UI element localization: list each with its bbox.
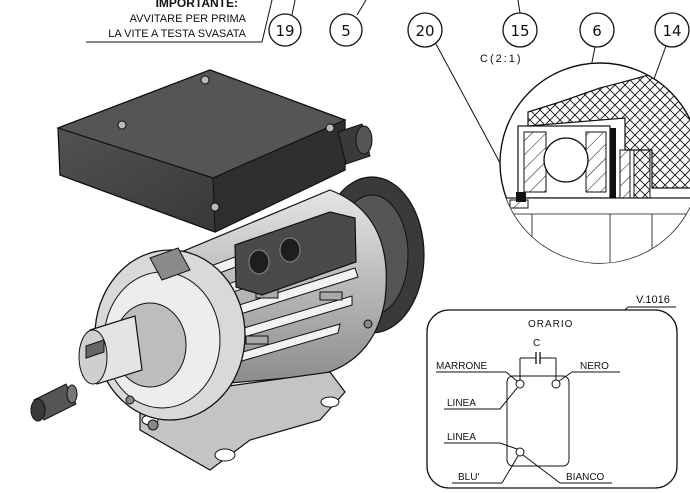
bianco-label: BIANCO bbox=[566, 472, 605, 483]
balloon-14-label: 14 bbox=[662, 22, 681, 40]
note-leader bbox=[261, 0, 273, 43]
motor-illustration bbox=[30, 69, 425, 471]
balloon-5: 5 bbox=[329, 0, 367, 47]
important-note: IMPORTANTE: AVVITARE PER PRIMA LA VITE A… bbox=[86, 0, 273, 43]
capacitor-label: C bbox=[533, 338, 540, 349]
terminal-3 bbox=[515, 447, 525, 457]
terminal-2 bbox=[551, 379, 561, 389]
linea-bottom-label: LINEA bbox=[447, 432, 476, 443]
detail-view bbox=[499, 62, 690, 264]
blu-label: BLU' bbox=[458, 472, 479, 483]
wiring-version: V.1016 bbox=[636, 294, 670, 306]
nero-label: NERO bbox=[580, 361, 609, 372]
note-title: IMPORTANTE: bbox=[156, 0, 238, 10]
balloon-15-label: 15 bbox=[510, 22, 529, 40]
balloon-15: 15 bbox=[502, 0, 538, 48]
wiring-diagram: V.1016 ORARIO C MARRONE NERO LINEA LINEA bbox=[426, 294, 678, 489]
wiring-direction: ORARIO bbox=[528, 319, 573, 330]
balloon-19-label: 19 bbox=[275, 22, 294, 40]
balloon-20-label: 20 bbox=[415, 22, 434, 40]
note-line-1: AVVITARE PER PRIMA bbox=[130, 13, 247, 25]
balloon-5-label: 5 bbox=[341, 22, 351, 40]
marrone-label: MARRONE bbox=[436, 361, 487, 372]
detail-label: C(2:1) bbox=[480, 53, 523, 65]
note-line-2: LA VITE A TESTA SVASATA bbox=[108, 28, 246, 40]
balloon-19: 19 bbox=[268, 0, 302, 47]
linea-top-label: LINEA bbox=[447, 398, 476, 409]
balloon-6-label: 6 bbox=[592, 22, 602, 40]
terminal-1 bbox=[515, 379, 525, 389]
